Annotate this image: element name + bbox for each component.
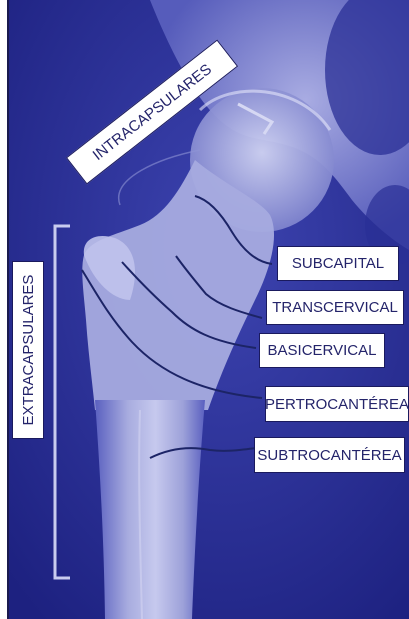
subcapital-label: SUBCAPITAL <box>277 246 399 281</box>
extracapsulares-label: EXTRACAPSULARES <box>12 261 44 439</box>
basicervical-label: BASICERVICAL <box>259 333 385 368</box>
subtrocanterea-label: SUBTROCANTÉREA <box>254 437 405 473</box>
pertrocanterea-label: PERTROCANTÉREA <box>265 386 409 422</box>
femoral-shaft <box>95 400 205 619</box>
transcervical-label: TRANSCERVICAL <box>266 290 404 325</box>
